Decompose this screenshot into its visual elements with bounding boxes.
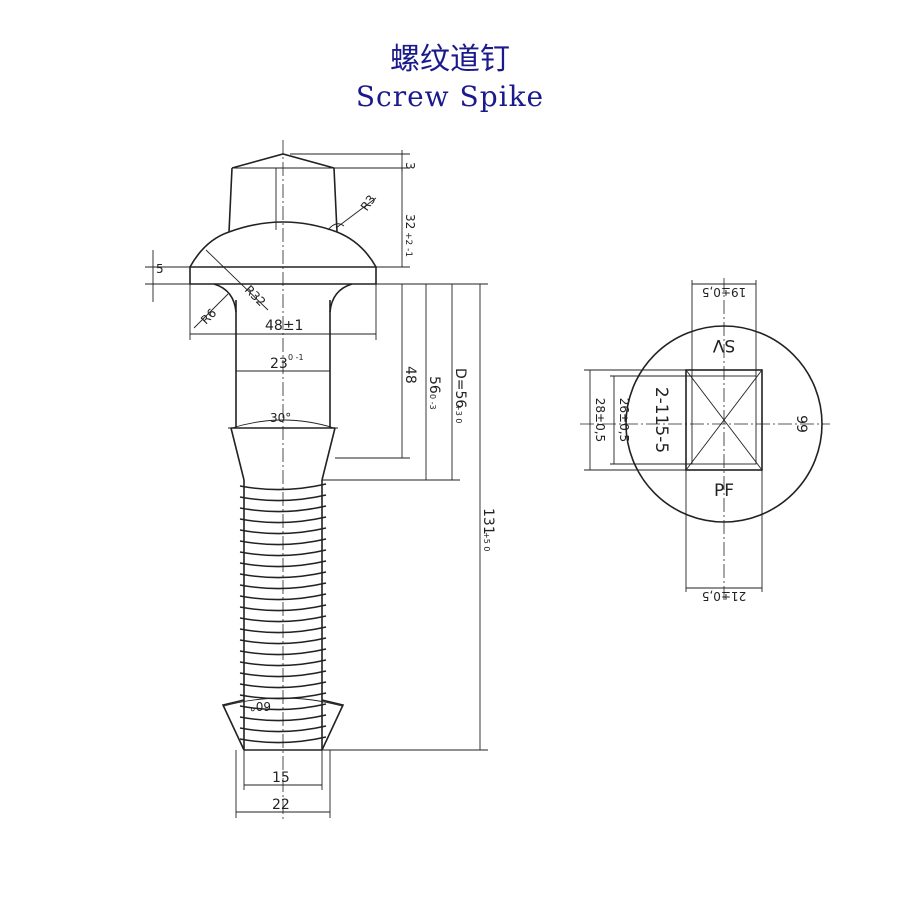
dim-26: 26±0,5 xyxy=(617,398,631,442)
dim-19: 19±0,5 xyxy=(702,285,746,299)
mark-sv: SV xyxy=(712,335,735,355)
dim-shank-tol: 0 -1 xyxy=(288,353,304,362)
mark-2-115-5: 2-115-5 xyxy=(651,387,671,453)
dim-head-top: 3 xyxy=(403,162,417,170)
dim-56-tol: 0 -3 xyxy=(428,394,437,410)
thread-ridge xyxy=(239,549,327,557)
side-dimensions: 3 32 +2 -1 5 R3 R32 R6 48±1 23 0 -1 30° xyxy=(145,150,496,818)
thread-ridge xyxy=(239,483,327,491)
thread-ridge xyxy=(239,527,327,535)
thread-ridge xyxy=(239,615,327,623)
thread-ridge xyxy=(239,637,327,645)
dim-131-tol: +5 0 xyxy=(482,532,491,551)
dim-28: 28±0,5 xyxy=(593,398,607,442)
spike-threads xyxy=(239,483,327,744)
dim-head-height-tol: +2 -1 xyxy=(403,232,413,257)
dim-30-degree: 30° xyxy=(270,411,291,425)
spike-shank xyxy=(235,300,331,428)
dim-48: 48 xyxy=(402,366,418,384)
spike-head-left xyxy=(228,167,233,233)
mark-pf: PF xyxy=(714,481,734,501)
dim-d56: D=56 xyxy=(452,368,468,408)
dim-d56-tol: +3 0 xyxy=(454,404,463,423)
spike-tip-chamfer xyxy=(221,699,345,751)
dim-flange-width: 48±1 xyxy=(265,318,303,334)
dim-21: 21±0,5 xyxy=(702,589,746,603)
title-english: Screw Spike xyxy=(355,80,545,113)
dim-r3: R3 xyxy=(358,192,379,213)
dim-60-degree: 60° xyxy=(250,699,271,713)
dim-22: 22 xyxy=(272,797,290,813)
dim-131: 131 xyxy=(480,508,496,535)
thread-ridge xyxy=(239,593,327,601)
dim-shank-diameter: 23 xyxy=(270,356,288,372)
thread-ridge xyxy=(239,681,327,689)
dim-99: 99 xyxy=(793,415,809,433)
spike-flange-top xyxy=(189,221,377,268)
thread-ridge xyxy=(239,725,327,733)
dim-r6: R6 xyxy=(198,306,219,327)
dim-head-height: 32 xyxy=(403,214,417,229)
spike-head-right xyxy=(333,167,338,233)
dim-56: 56 xyxy=(426,376,442,394)
thread-ridge xyxy=(239,505,327,513)
spike-top-view: 19±0,5 21±0,5 26±0,5 28±0,5 99 SV PF 2-1… xyxy=(580,278,830,603)
title-chinese: 螺纹道钉 xyxy=(390,42,510,77)
dim-flange-thickness: 5 xyxy=(156,262,164,276)
thread-ridge xyxy=(239,703,327,711)
thread-ridge xyxy=(239,659,327,667)
dim-r32: R32 xyxy=(242,283,269,310)
thread-ridge xyxy=(239,571,327,579)
dim-15: 15 xyxy=(272,770,290,786)
